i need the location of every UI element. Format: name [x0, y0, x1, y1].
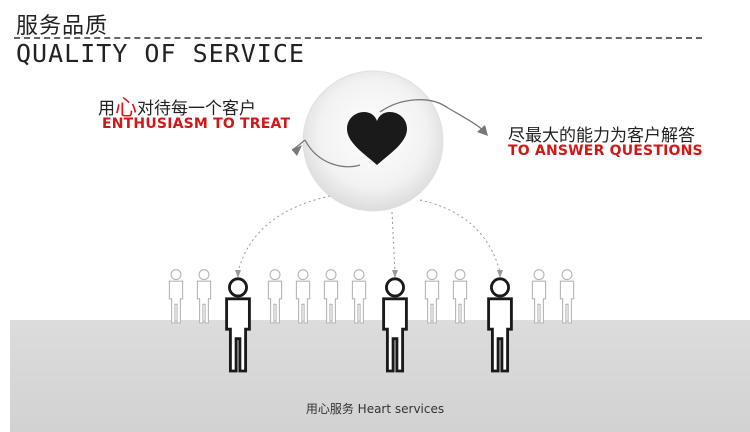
footer-caption: 用心服务 Heart services — [305, 402, 445, 416]
left-caption-chinese: 用心对待每一个客户 — [98, 89, 256, 121]
left-caption-prefix: 用 — [98, 99, 115, 119]
right-caption-chinese: 尽最大的能力为客户解答 — [508, 126, 695, 146]
floor-band — [10, 320, 750, 432]
heart-icon — [347, 112, 407, 165]
left-caption-suffix: 对待每一个客户 — [137, 99, 257, 119]
left-caption-highlight: 心 — [115, 96, 138, 121]
curved-arrow-icon — [304, 139, 361, 168]
title-chinese: 服务品质 — [16, 14, 109, 39]
left-caption-english: ENTHUSIASM TO TREAT — [102, 116, 291, 132]
person-icon — [225, 277, 251, 373]
person-icon — [382, 277, 408, 373]
curved-arrow-icon — [379, 99, 486, 133]
title-divider — [14, 37, 702, 39]
person-icon — [487, 277, 513, 373]
right-caption-english: TO ANSWER QUESTIONS — [508, 143, 703, 159]
title-english: QUALITY OF SERVICE — [16, 39, 305, 68]
